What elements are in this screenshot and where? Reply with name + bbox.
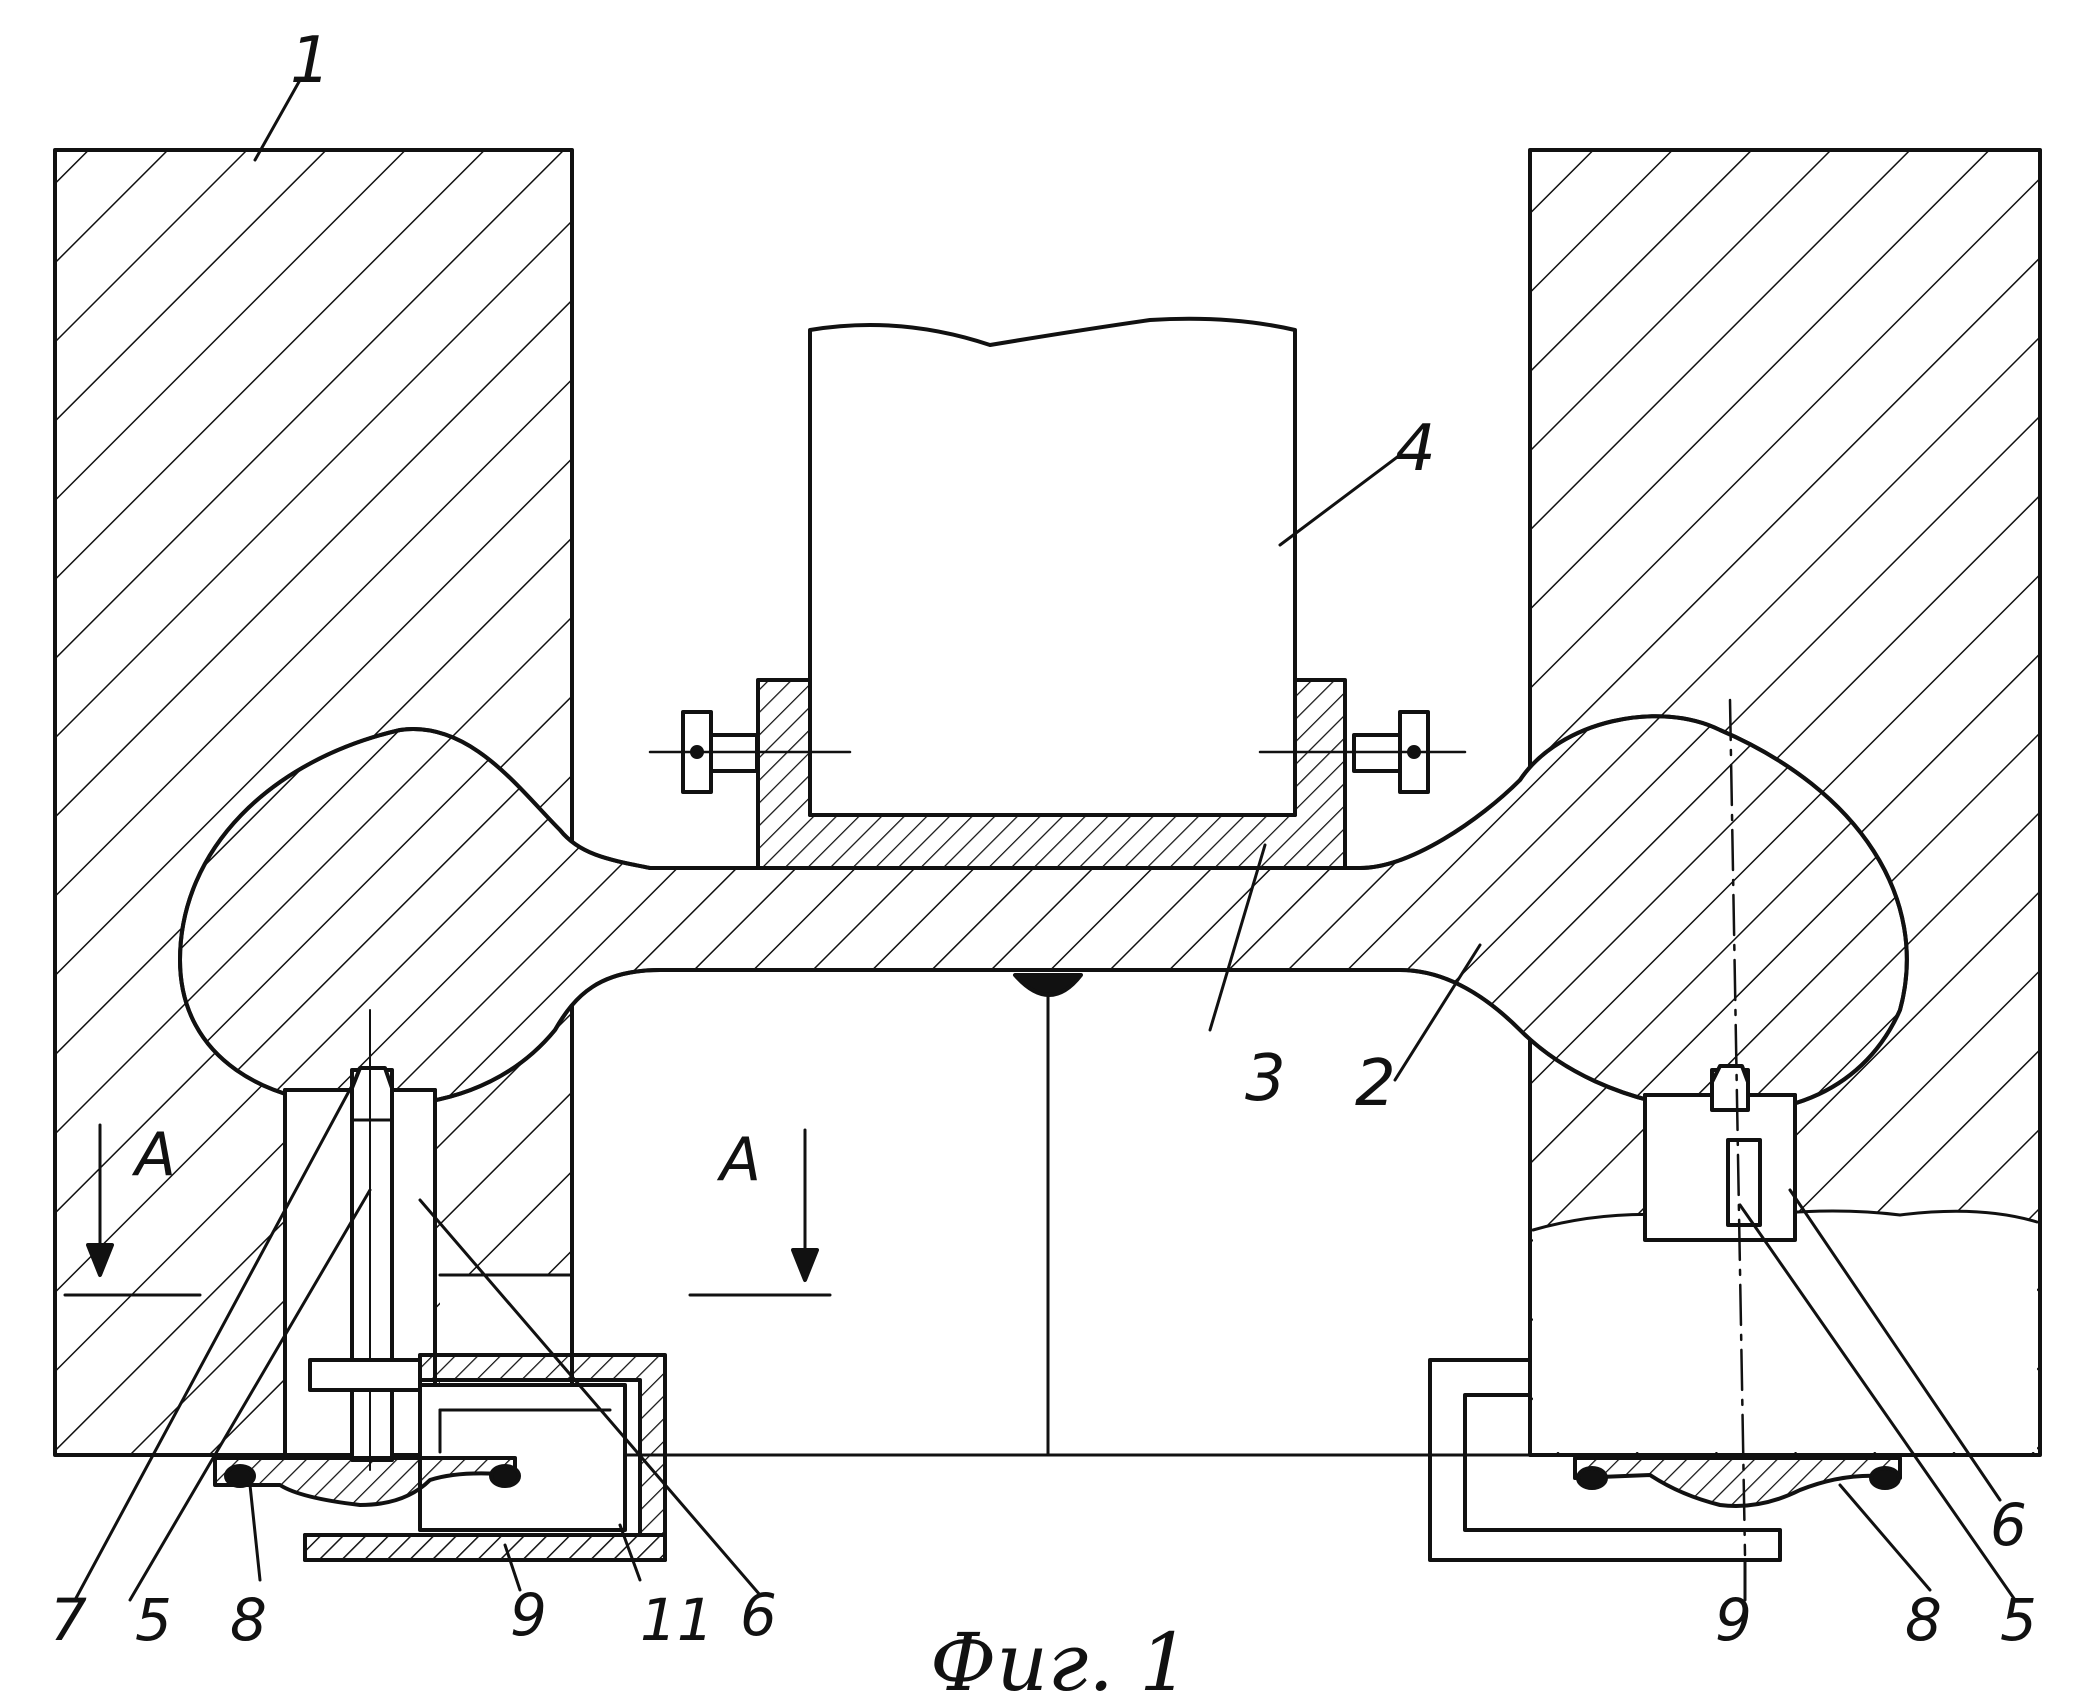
label-7: 7 xyxy=(50,1586,87,1654)
pin-left xyxy=(352,1070,392,1460)
plate-left xyxy=(305,1535,665,1560)
label-6-left: 6 xyxy=(740,1581,777,1649)
pin-left-tip xyxy=(352,1068,392,1088)
label-6-right: 6 xyxy=(1990,1491,2027,1559)
label-beam: 3 xyxy=(1245,1042,1286,1116)
label-ring-part: 2 xyxy=(1355,1047,1396,1121)
label-8-left: 8 xyxy=(230,1586,267,1654)
label-8-right: 8 xyxy=(1905,1586,1942,1654)
label-9-right: 9 xyxy=(1715,1586,1752,1654)
label-section-a-left: A xyxy=(131,1120,176,1190)
bore-right xyxy=(1645,1095,1795,1240)
label-5-right: 5 xyxy=(2000,1586,2037,1654)
label-5-left: 5 xyxy=(135,1586,172,1654)
label-9-left: 9 xyxy=(510,1581,547,1649)
figure-caption: Фиг. 1 xyxy=(930,1616,1190,1708)
label-load-block: 4 xyxy=(1395,412,1436,486)
label-housing: 1 xyxy=(290,24,331,98)
load-block xyxy=(810,319,1295,815)
weld-bead xyxy=(1015,975,1081,995)
housing-right-cutaway xyxy=(1533,1211,2037,1452)
label-11: 11 xyxy=(640,1586,714,1654)
label-section-a-right: A xyxy=(716,1125,761,1195)
